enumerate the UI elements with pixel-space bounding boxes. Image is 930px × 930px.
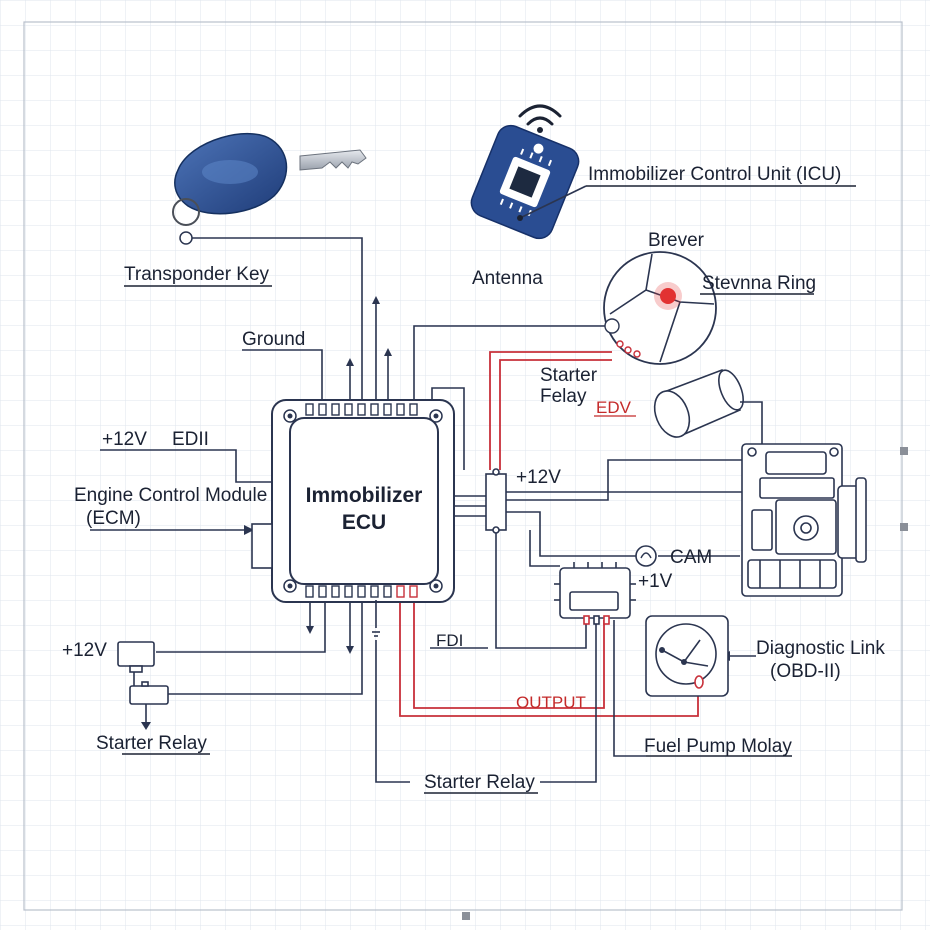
label-starter-relay-bottom: Starter Relay: [424, 772, 535, 793]
resize-handle-right-mid[interactable]: [900, 523, 908, 531]
label-antenna: Antenna: [472, 268, 543, 289]
engine-block-icon: [741, 443, 867, 597]
label-transponder-key: Transponder Key: [124, 264, 270, 285]
connector-block: [485, 468, 507, 534]
ecu-title-line1: Immobilizer: [306, 484, 423, 507]
label-fuel-pump-molay: Fuel Pump Molay: [644, 736, 792, 757]
label-starter-relay-left: Starter Relay: [96, 733, 207, 754]
label-ecm-line2: (ECM): [86, 508, 141, 529]
label-fdi: FDI: [436, 631, 463, 650]
label-starter-felay-1: Starter: [540, 365, 598, 386]
label-plus12v-mid: +12V: [516, 467, 561, 488]
diagnostic-link-icon: [645, 615, 729, 697]
label-edii: EDII: [172, 429, 209, 450]
label-ecm-line1: Engine Control Module: [74, 485, 267, 506]
resize-handle-bottom[interactable]: [462, 912, 470, 920]
label-stevnna-ring: Stevnna Ring: [702, 273, 816, 294]
wireless-signal-icon: [518, 104, 562, 133]
label-diagnostic-link-line1: Diagnostic Link: [756, 638, 885, 659]
ground-symbol: [372, 600, 380, 637]
ecu-pins-bottom: [305, 585, 418, 598]
diagram-frame: [23, 21, 903, 911]
label-underlines: [122, 185, 856, 794]
stevnna-ring-icon: [603, 251, 717, 365]
label-cam: CAM: [670, 547, 712, 568]
immobilizer-control-unit-icon: [470, 104, 587, 240]
label-plus1v: +1V: [638, 571, 673, 592]
label-starter-felay-2: Felay: [540, 386, 587, 407]
starter-relay-left-icon: [117, 641, 169, 705]
label-ground: Ground: [242, 329, 305, 350]
resize-handle-right-top[interactable]: [900, 447, 908, 455]
cam-sensor-icon: [635, 545, 657, 567]
label-edv: EDV: [596, 398, 632, 417]
label-icu: Immobilizer Control Unit (ICU): [588, 164, 841, 185]
label-brever: Brever: [648, 230, 705, 251]
wires: [90, 237, 756, 783]
immobilizer-ecu[interactable]: Immobilizer ECU: [251, 399, 455, 603]
label-plus12v-relay: +12V: [62, 640, 107, 661]
ecu-pins-top: [305, 403, 418, 416]
fuel-pump-relay-module: [554, 562, 636, 625]
label-plus12v-left: +12V: [102, 429, 147, 450]
labels: Transponder Key Immobilizer Control Unit…: [62, 164, 885, 793]
transponder-key-icon: [172, 132, 367, 245]
label-output: OUTPUT: [516, 693, 586, 712]
label-diagnostic-link-line2: (OBD-II): [770, 661, 841, 682]
sensor-cylinder-icon: [653, 368, 763, 450]
ecu-title-line2: ECU: [342, 511, 386, 534]
